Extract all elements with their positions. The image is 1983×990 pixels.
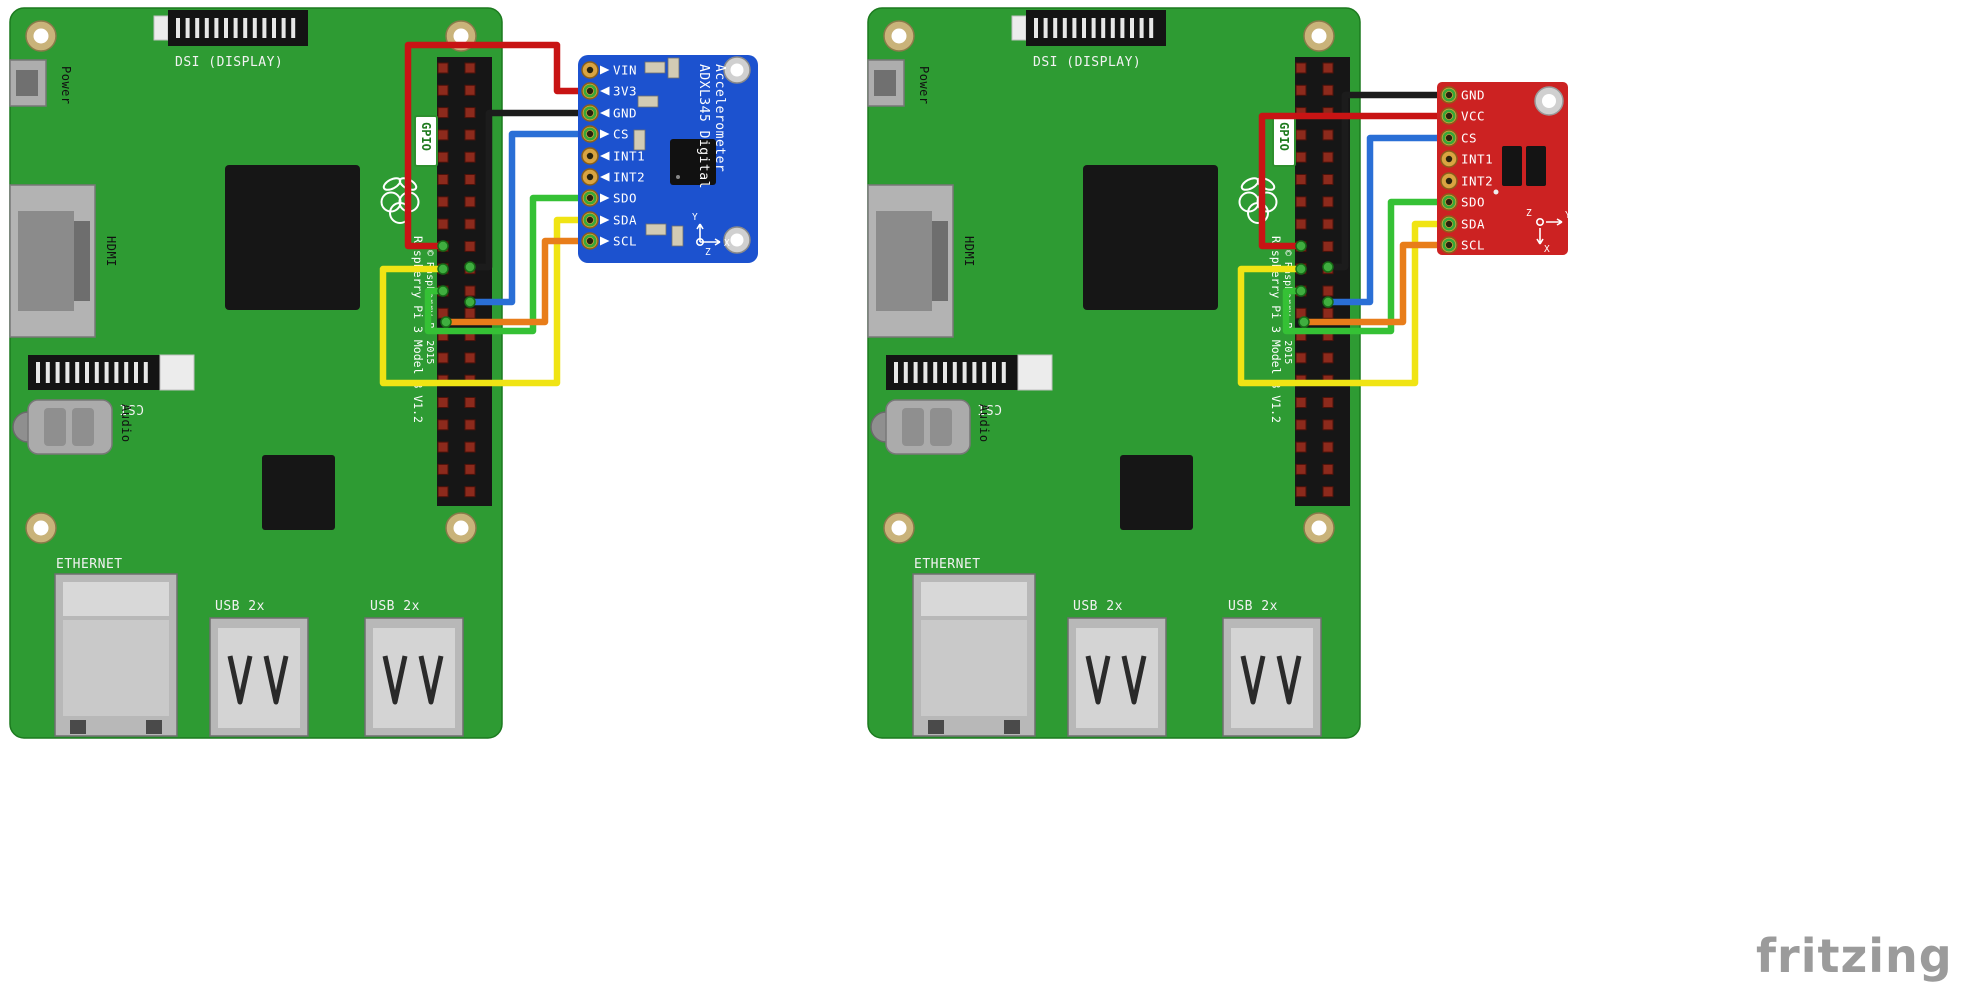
pin-label: INT2 [613,170,645,185]
pin-arrow-icons [600,65,610,246]
axis-z-label: Z [1526,208,1532,219]
pin-label: SDO [613,191,637,206]
pin-label: SDO [1461,195,1485,210]
wires-left [379,41,594,387]
pin-arrow-icon [600,129,610,139]
pin-arrow-icon [600,108,610,118]
blue-board-name-line2: Accelerometer [712,64,727,172]
pin-arrow-icon [600,65,610,75]
axis-indicator: X Y Z [1526,208,1571,255]
axis-x-label: X [724,238,730,249]
red-chips [1493,146,1546,195]
raspberry-pi-left [10,8,502,738]
pin-label: GND [613,106,637,121]
wire-sdo-green [424,194,594,335]
pin-label: SDA [613,213,637,228]
adxl345-red-breakout: GND VCC CS INT1 INT2 SDO SDA SCL X Y Z [1437,82,1571,255]
pin-label: SCL [1461,238,1485,253]
board-name-text: ADXL345 Digital [696,64,711,189]
connection-dots-right [1295,240,1334,328]
red-pin-labels: GND VCC CS INT1 INT2 SDO SDA SCL [1461,88,1493,253]
axis-indicator: X Y Z [692,212,730,258]
connection-dots-left [437,240,476,328]
pin-arrow-icon [600,151,610,161]
adxl345-blue-breakout: VIN 3V3 GND CS INT1 INT2 SDO SDA SCL ADX… [578,55,758,263]
pin-label: VIN [613,63,637,78]
pin-label: CS [613,127,629,142]
blue-board-name-line1: ADXL345 Digital [696,64,711,189]
pin-arrow-icon [600,236,610,246]
pin-arrow-icon [600,86,610,96]
wire-sda-yellow [1237,220,1453,387]
blue-pin-pads [581,61,599,250]
wire-sda-yellow [379,216,594,387]
axis-y-label: Y [692,212,698,223]
blue-mounting-hole-top [723,56,751,84]
red-mounting-hole [1534,86,1564,116]
blue-mounting-hole-bottom [723,226,751,254]
wire-cs-blue [1324,134,1453,306]
pin-label: SCL [613,234,637,249]
red-pin-pads [1440,86,1458,254]
axis-x-label: X [1544,244,1550,255]
pin-arrow-icon [600,215,610,225]
axis-y-label: Y [1565,210,1571,221]
pin-label: VCC [1461,109,1485,124]
wires-right [1237,91,1453,387]
blue-pcb [578,55,758,263]
pin-label: SDA [1461,217,1485,232]
wire-scl-orange [1300,241,1453,326]
pin-arrow-icon [600,172,610,182]
wire-cs-blue [466,130,594,306]
pin-label: INT1 [1461,152,1493,167]
wire-3v3-red [404,41,594,250]
wire-vcc-red [1258,112,1453,250]
wire-gnd-black [466,109,594,271]
pin-label: INT2 [1461,174,1493,189]
pin-label: GND [1461,88,1485,103]
pin-arrow-icon [600,193,610,203]
blue-pin-labels: VIN 3V3 GND CS INT1 INT2 SDO SDA SCL [613,63,645,249]
smd-components [633,57,684,247]
wire-gnd-black [1324,91,1453,271]
accelerometer-chip [670,139,716,185]
pin-label: CS [1461,131,1477,146]
axis-z-label: Z [705,247,711,258]
board-name-text: Accelerometer [712,64,727,172]
wire-scl-orange [442,237,594,326]
pin-label: 3V3 [613,84,637,99]
fritzing-watermark: fritzing [1756,929,1953,983]
wire-sdo-green [1282,198,1453,335]
pin-label: INT1 [613,149,645,164]
